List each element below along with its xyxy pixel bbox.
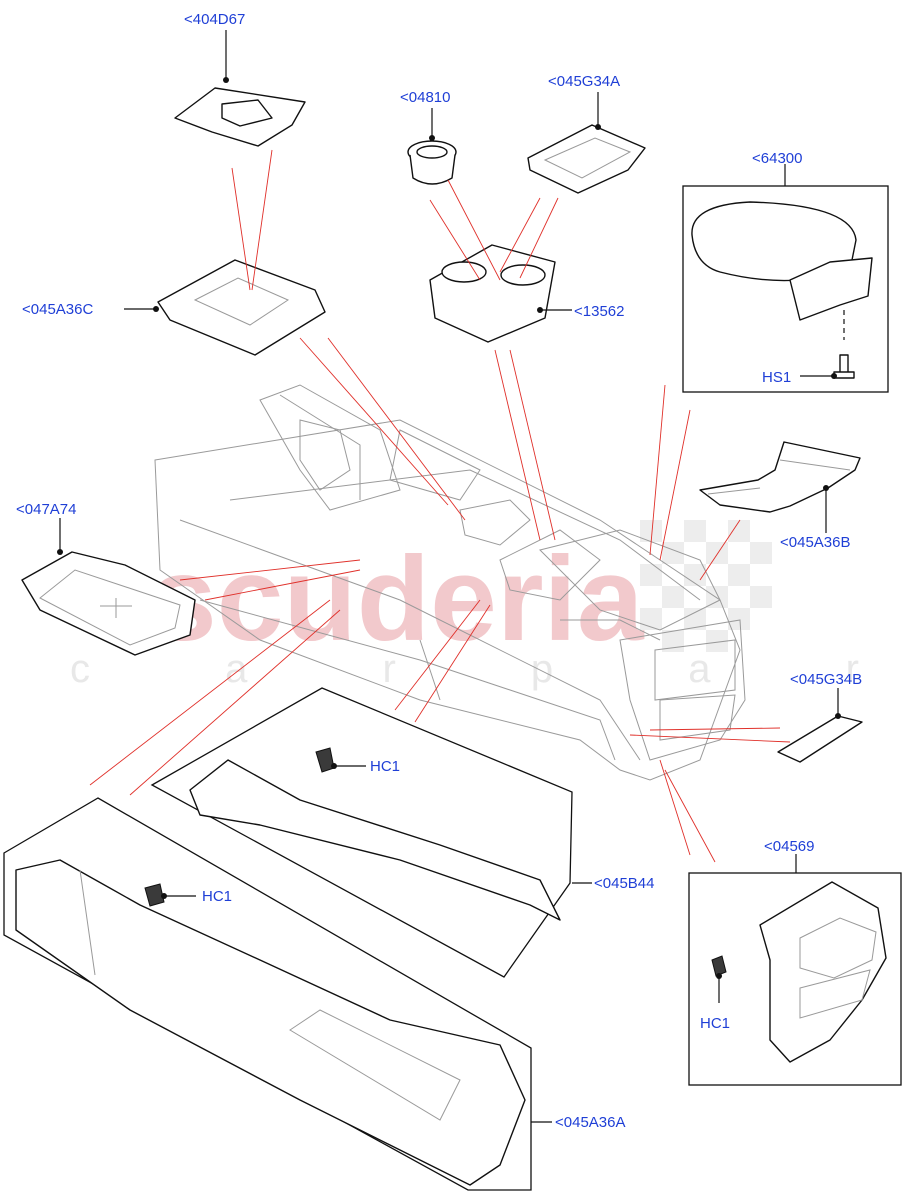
- anchor-dot: [153, 306, 159, 312]
- armrest-hinge: [789, 257, 873, 321]
- callout-64300[interactable]: <64300: [752, 150, 802, 167]
- callout-045G34B[interactable]: <045G34B: [790, 671, 862, 688]
- callout-hs1[interactable]: HS1: [762, 369, 791, 386]
- part-64300-group: <64300 HS1: [682, 150, 889, 393]
- anchor-dot: [223, 77, 229, 83]
- part-045G34B[interactable]: <045G34B: [777, 671, 863, 763]
- callout-047A74[interactable]: <047A74: [16, 501, 76, 518]
- part-045A36A-group: HC1 <045A36A: [3, 797, 625, 1191]
- callout-045B44[interactable]: <045B44: [594, 875, 654, 892]
- callout-045G34A[interactable]: <045G34A: [548, 73, 620, 90]
- part-045A36C[interactable]: <045A36C: [22, 259, 326, 356]
- callout-404D67[interactable]: <404D67: [184, 11, 245, 28]
- part-404D67[interactable]: <404D67: [174, 11, 306, 147]
- side-trim-045A36A[interactable]: [15, 859, 526, 1186]
- reference-lines: [89, 149, 791, 863]
- anchor-dot: [537, 307, 543, 313]
- frame-04569: [688, 872, 902, 1086]
- callout-045A36B[interactable]: <045A36B: [780, 534, 850, 551]
- callout-045A36A[interactable]: <045A36A: [555, 1114, 625, 1131]
- anchor-dot: [595, 124, 601, 130]
- watermark-checker: [640, 520, 772, 652]
- part-04810[interactable]: <04810: [400, 89, 457, 185]
- anchor-dot: [331, 763, 337, 769]
- center-console-assembly: [154, 384, 746, 781]
- part-045G34A[interactable]: <045G34A: [527, 73, 646, 194]
- anchor-dot: [716, 973, 722, 979]
- callout-hc1-upper[interactable]: HC1: [370, 758, 400, 775]
- frame-045A36A: [3, 797, 532, 1191]
- callout-04810[interactable]: <04810: [400, 89, 450, 106]
- callout-045A36C[interactable]: <045A36C: [22, 301, 93, 318]
- callout-hc1-rear[interactable]: HC1: [700, 1015, 730, 1032]
- frame-045B44: [150, 687, 573, 978]
- anchor-dot: [835, 713, 841, 719]
- side-trim-045B44[interactable]: [189, 759, 561, 921]
- callout-04569[interactable]: <04569: [764, 838, 814, 855]
- anchor-dot: [823, 485, 829, 491]
- watermark: scuderia c a r p a r t s: [70, 520, 906, 691]
- part-04569-group: <04569 HC1: [688, 838, 902, 1086]
- watermark-tagline: c a r p a r t s: [70, 647, 906, 691]
- part-13562[interactable]: <13562: [429, 244, 624, 343]
- armrest-lid[interactable]: [691, 201, 857, 282]
- callout-hc1-lower[interactable]: HC1: [202, 888, 232, 905]
- anchor-dot: [57, 549, 63, 555]
- part-047A74[interactable]: <047A74: [16, 501, 196, 656]
- part-045A36B[interactable]: <045A36B: [699, 441, 861, 551]
- anchor-dot: [161, 893, 167, 899]
- anchor-dot: [831, 373, 837, 379]
- part-045B44-group: HC1 <045B44: [150, 687, 654, 978]
- anchor-dot: [429, 135, 435, 141]
- callout-13562[interactable]: <13562: [574, 303, 624, 320]
- rear-vent-panel[interactable]: [759, 881, 887, 1063]
